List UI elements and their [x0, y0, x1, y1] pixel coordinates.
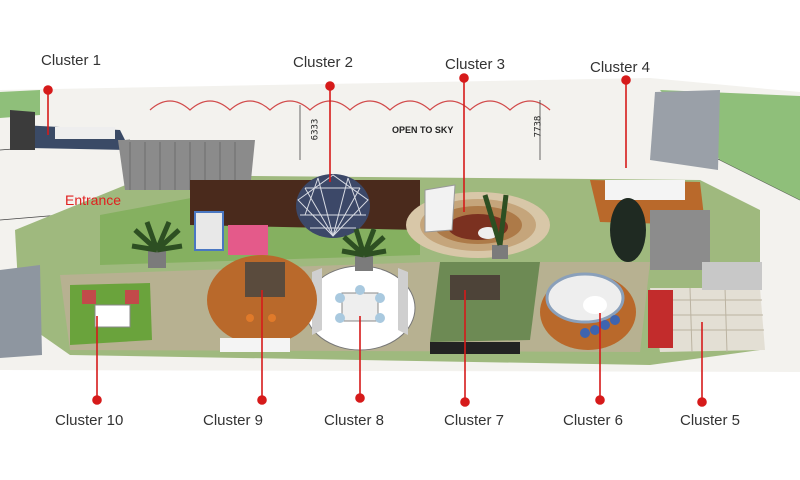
cluster-7-table	[450, 275, 500, 300]
shrub	[610, 198, 646, 262]
cluster-7-label: Cluster 7	[444, 412, 505, 429]
cluster-7-zone	[430, 262, 540, 342]
cluster-5-label: Cluster 5	[680, 412, 741, 429]
palm-tree	[131, 221, 183, 268]
entrance-blocks	[228, 225, 268, 255]
cluster-4-marker	[621, 75, 631, 85]
open-to-sky-label: OPEN TO SKY	[392, 125, 454, 135]
cluster-2-marker	[325, 81, 335, 91]
cluster-1-label: Cluster 1	[41, 52, 102, 69]
cluster-1-marker	[43, 85, 53, 95]
cluster-7-marker	[460, 397, 470, 407]
cluster-9-label: Cluster 9	[203, 412, 264, 429]
cluster-4-label: Cluster 4	[590, 59, 651, 76]
cluster-6-seating	[540, 272, 636, 350]
cluster-10-label: Cluster 10	[55, 412, 124, 429]
cluster-3-label: Cluster 3	[445, 56, 506, 73]
cluster-4-building	[650, 90, 720, 170]
cluster-3-marker	[459, 73, 469, 83]
stone-patio	[650, 210, 710, 270]
cluster-1-table	[55, 127, 115, 139]
cluster-8-marker	[355, 393, 365, 403]
entrance-label: Entrance	[65, 192, 122, 208]
cluster-6-marker	[595, 395, 605, 405]
scalloped-outline	[149, 100, 551, 111]
cluster-10-lounge	[0, 265, 152, 358]
cluster-1-cabinet	[10, 110, 35, 150]
cluster-5-patio	[648, 262, 765, 353]
cluster-7-bench	[430, 342, 520, 354]
palm-tree	[341, 228, 387, 271]
cluster-8-label: Cluster 8	[324, 412, 385, 429]
cluster-10-marker	[92, 395, 102, 405]
dimension-label: 7738	[533, 115, 544, 138]
cluster-2-label: Cluster 2	[293, 54, 354, 71]
dimension-label: 6333	[310, 118, 321, 141]
cluster-2-dome	[296, 174, 370, 238]
cluster-9-marker	[257, 395, 267, 405]
pergola-roof	[118, 140, 255, 190]
entrance-panel	[194, 211, 224, 251]
cluster-5-marker	[697, 397, 707, 407]
cluster-6-label: Cluster 6	[563, 412, 624, 429]
cluster-4-table	[605, 180, 685, 200]
palm-tree	[482, 194, 509, 259]
